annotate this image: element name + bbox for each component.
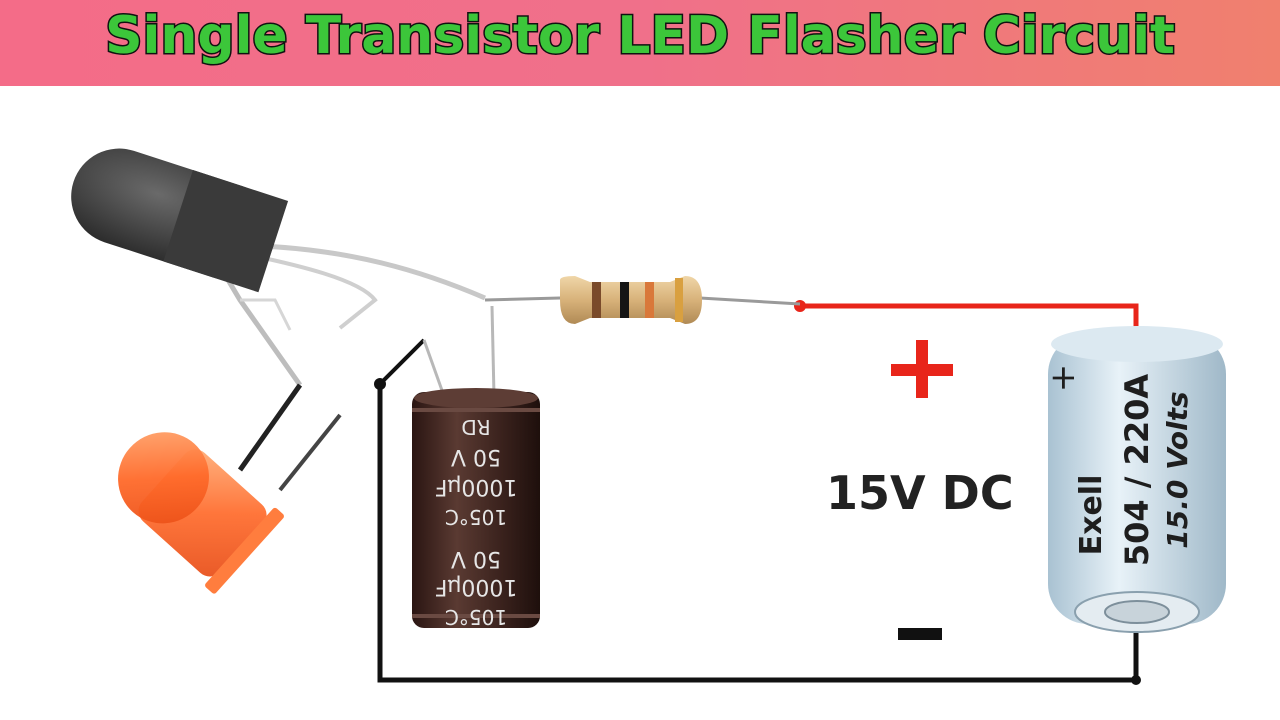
capacitor-voltage-marking: 50 V bbox=[451, 444, 501, 469]
circuit-diagram: 105°C 1000µF 50 V RD 105°C 1000µF 50 V +… bbox=[71, 148, 1226, 685]
battery-brand: Exell bbox=[1074, 475, 1109, 556]
capacitor-series-marking: RD bbox=[461, 415, 490, 439]
positive-wire bbox=[794, 300, 1139, 330]
minus-sign bbox=[898, 628, 942, 640]
supply-voltage-label: 15V DC bbox=[826, 466, 1014, 520]
title-banner: Single Transistor LED Flasher Circuit bbox=[0, 0, 1280, 86]
capacitor-temp-marking: 105°C bbox=[445, 505, 507, 529]
battery-rating: 15.0 Volts bbox=[1161, 391, 1194, 548]
battery: + Exell 504 / 220A 15.0 Volts bbox=[1043, 326, 1226, 633]
capacitor-voltage-marking-lower: 50 V bbox=[451, 546, 501, 571]
transistor bbox=[71, 148, 486, 387]
battery-model: 504 / 220A bbox=[1118, 374, 1156, 567]
battery-polarity-mark: + bbox=[1043, 364, 1083, 393]
capacitor-temp-marking-lower: 105°C bbox=[445, 605, 507, 629]
led bbox=[118, 383, 342, 594]
capacitor-capacitance-marking: 1000µF bbox=[435, 474, 518, 499]
page-title: Single Transistor LED Flasher Circuit bbox=[104, 5, 1177, 68]
capacitor-lead-negative bbox=[422, 339, 446, 397]
plus-sign bbox=[891, 340, 953, 398]
resistor bbox=[484, 276, 801, 324]
negative-wire bbox=[374, 338, 1141, 685]
capacitor-capacitance-marking-lower: 1000µF bbox=[435, 574, 518, 599]
capacitor: 105°C 1000µF 50 V RD 105°C 1000µF 50 V bbox=[412, 388, 540, 629]
capacitor-lead-positive bbox=[490, 305, 496, 397]
